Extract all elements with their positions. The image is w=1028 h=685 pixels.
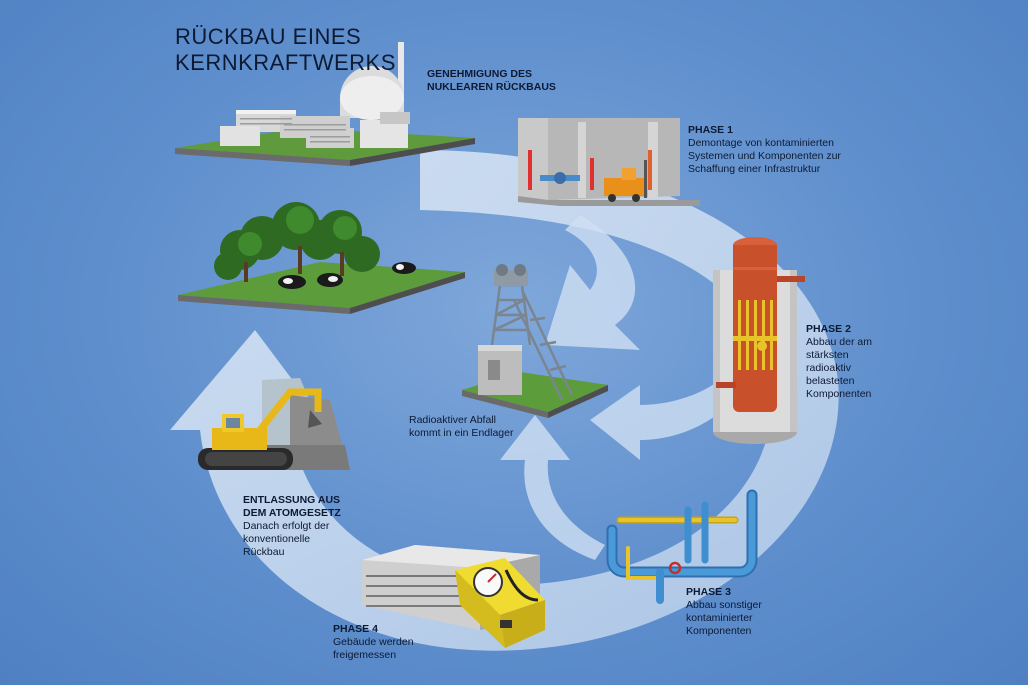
title-line-2: KERNKRAFTWERKS xyxy=(175,50,396,75)
label-waste: Radioaktiver Abfall kommt in ein Endlage… xyxy=(409,414,517,440)
outer-cycle-arrow xyxy=(170,150,839,651)
label-phase2-heading: PHASE 2 xyxy=(806,323,851,335)
label-phase4-text: Gebäude werden freigemessen xyxy=(333,636,414,661)
label-release-heading: ENTLASSUNG AUS DEM ATOMGESETZ xyxy=(243,494,341,519)
inner-arrow-phase3 xyxy=(500,415,605,560)
repository-headframe-icon xyxy=(462,264,608,418)
dismantling-hall-icon xyxy=(518,118,700,206)
label-approval: GENEHMIGUNG DES NUKLEAREN RÜCKBAUS xyxy=(427,68,562,94)
meadow-cows-icon xyxy=(178,202,465,314)
label-phase3-text: Abbau sonstiger kontaminierter Komponent… xyxy=(686,599,762,637)
label-waste-text: Radioaktiver Abfall kommt in ein Endlage… xyxy=(409,414,514,439)
label-phase1: PHASE 1 Demontage von kontaminierten Sys… xyxy=(688,124,863,176)
label-phase3: PHASE 3 Abbau sonstiger kontaminierter K… xyxy=(686,586,786,638)
label-phase2: PHASE 2 Abbau der am stärksten radioakti… xyxy=(806,323,881,401)
inner-arrow-phase1 xyxy=(545,215,640,350)
inner-arrow-phase2 xyxy=(590,380,735,460)
radiation-meter-icon xyxy=(362,545,545,648)
label-approval-heading: GENEHMIGUNG DES NUKLEAREN RÜCKBAUS xyxy=(427,68,556,93)
diagram-title: RÜCKBAU EINES KERNKRAFTWERKS xyxy=(175,24,396,76)
nuclear-plant-icon xyxy=(175,42,475,166)
label-phase1-text: Demontage von kontaminierten Systemen un… xyxy=(688,137,841,175)
label-phase4: PHASE 4 Gebäude werden freigemessen xyxy=(333,623,423,662)
excavator-icon xyxy=(198,378,350,470)
pipes-valve-icon xyxy=(606,489,758,604)
title-line-1: RÜCKBAU EINES xyxy=(175,24,362,49)
label-release-text: Danach erfolgt der konventionelle Rückba… xyxy=(243,520,330,558)
label-phase2-text: Abbau der am stärksten radioaktiv belast… xyxy=(806,336,872,400)
label-release: ENTLASSUNG AUS DEM ATOMGESETZ Danach erf… xyxy=(243,494,353,559)
label-phase4-heading: PHASE 4 xyxy=(333,623,378,635)
label-phase3-heading: PHASE 3 xyxy=(686,586,731,598)
reactor-vessel-icon xyxy=(713,237,805,444)
label-phase1-heading: PHASE 1 xyxy=(688,124,733,136)
